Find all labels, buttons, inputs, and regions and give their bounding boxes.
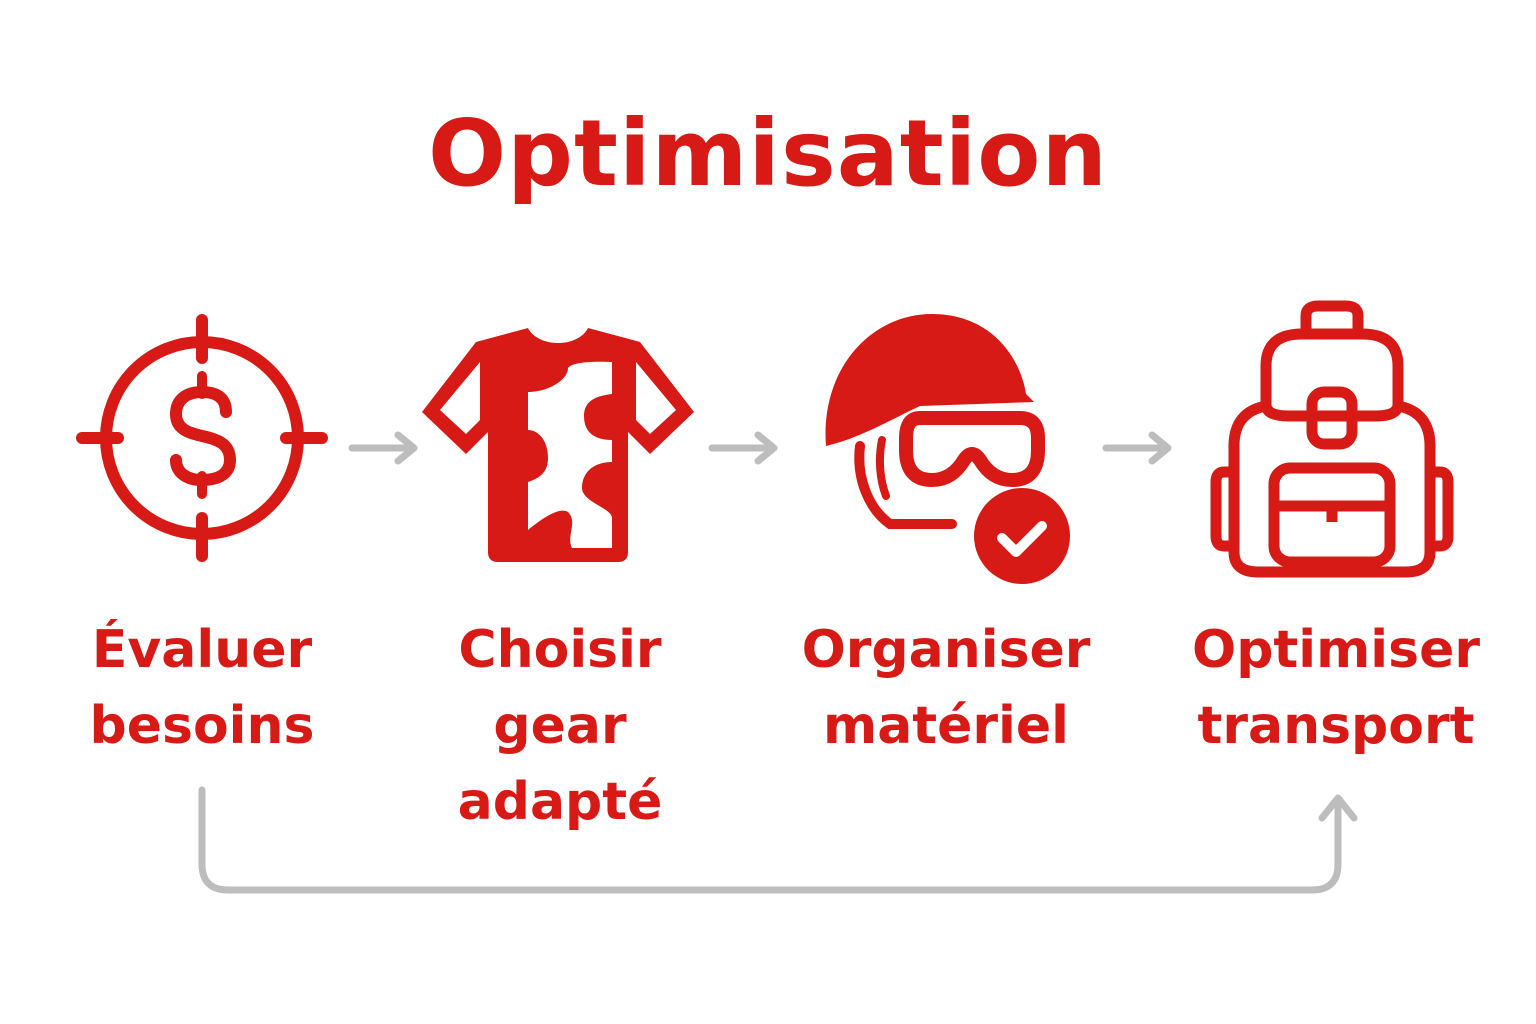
step-label-choisir: Choisir gear adapté [390,612,730,840]
tshirt-camo-icon [418,322,698,566]
step-label-organiser: Organiser matériel [776,612,1116,764]
step-label-line: Optimiser [1192,620,1480,680]
step-label-line: transport [1197,696,1475,756]
step-label-line: Choisir [458,620,662,680]
step-label-line: Évaluer [91,620,313,680]
step-label-optimiser: Optimiser transport [1166,612,1506,764]
helmet-goggles-check-icon [820,310,1080,590]
step-label-line: matériel [823,696,1069,756]
arrow-right-icon [706,430,782,466]
step-label-line: Organiser [801,620,1091,680]
step-label-line: gear [493,696,627,756]
target-dollar-icon [74,312,330,568]
step-label-line: besoins [89,696,315,756]
diagram-title: Optimisation [427,100,1109,207]
step-label-evaluer: Évaluer besoins [32,612,372,764]
arrow-right-icon [346,430,422,466]
arrow-right-icon [1100,430,1176,466]
step-label-line: adapté [457,772,663,832]
backpack-icon [1208,296,1456,582]
loop-arrow-icon [190,780,1370,904]
